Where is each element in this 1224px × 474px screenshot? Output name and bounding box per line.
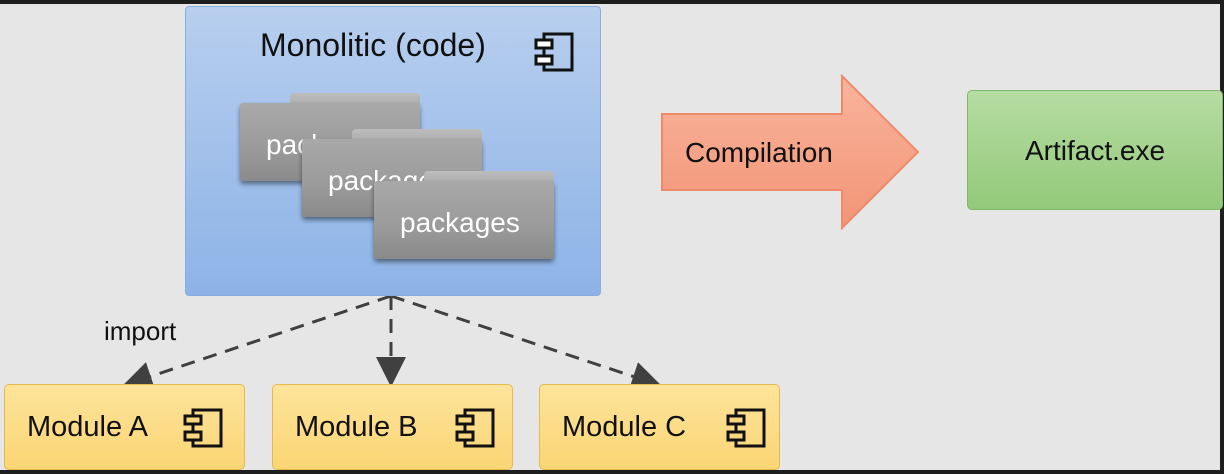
component-icon — [455, 408, 495, 448]
module-c-box: Module C — [539, 384, 780, 470]
module-b-box: Module B — [272, 384, 513, 470]
compilation-arrow — [661, 74, 920, 230]
module-a-label: Module A — [27, 411, 148, 443]
component-icon — [534, 32, 574, 72]
monolith-title: Monolitic (code) — [260, 27, 486, 63]
connector-to-module-a — [122, 294, 392, 391]
artifact-box: Artifact.exe — [967, 90, 1223, 210]
import-connectors — [122, 294, 662, 391]
component-icon — [726, 408, 766, 448]
artifact-label: Artifact.exe — [1024, 135, 1166, 166]
compilation-label: Compilation — [685, 137, 833, 168]
package-folder-3: packages — [374, 171, 556, 261]
monolith-box: Monolitic (code) packages packages packa… — [185, 6, 601, 296]
module-c-label: Module C — [562, 411, 687, 443]
package-folder-label: packages — [400, 207, 520, 238]
import-label: import — [104, 316, 177, 346]
connector-to-module-c — [390, 294, 662, 391]
module-b-label: Module B — [295, 411, 418, 443]
module-a-box: Module A — [4, 384, 245, 470]
component-icon — [183, 408, 223, 448]
diagram-canvas: Monolitic (code) packages packages packa… — [0, 4, 1223, 470]
